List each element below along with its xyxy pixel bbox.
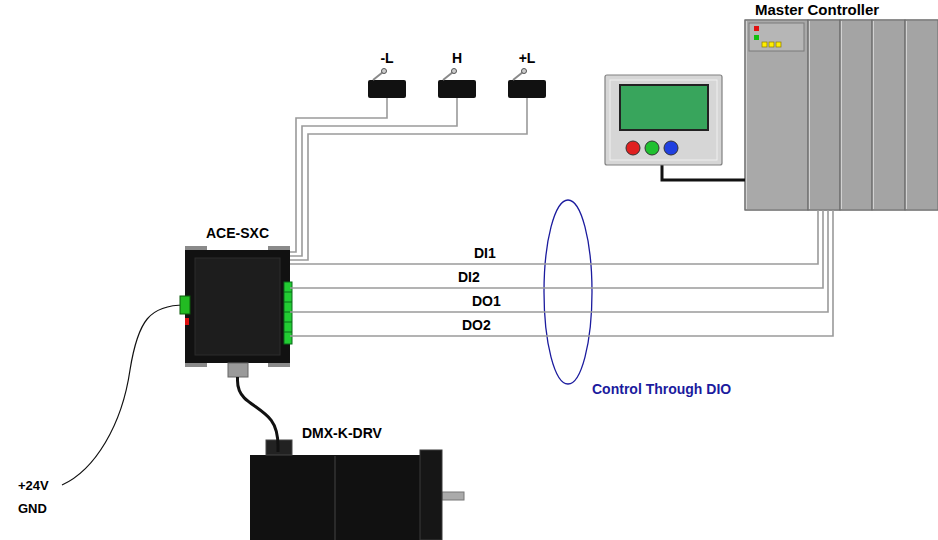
group-annotation: Control Through DIO — [592, 381, 731, 397]
status-led — [776, 42, 781, 47]
signal-wire — [290, 210, 833, 336]
signal-wire — [290, 210, 818, 264]
status-panel — [749, 23, 804, 51]
signal-wire — [290, 98, 387, 252]
switch-lever — [513, 72, 523, 80]
motor-seam — [334, 456, 336, 540]
hmi-panel — [605, 75, 745, 180]
io-terminal — [284, 282, 292, 344]
limit-switch-drawing — [368, 69, 546, 99]
signal-name: DI2 — [458, 269, 480, 285]
hmi-button — [664, 141, 678, 155]
status-led — [754, 26, 759, 31]
switch-lever — [443, 72, 453, 80]
stepper-motor: DMX-K-DRV — [250, 452, 440, 540]
switch-roller — [522, 69, 527, 74]
signal-name: DI1 — [474, 245, 496, 261]
bevel — [906, 21, 907, 209]
group-ellipse — [544, 200, 592, 384]
motor-body — [250, 455, 422, 540]
hmi-housing — [605, 75, 722, 165]
motor-flange — [420, 450, 442, 540]
motor-cable — [238, 377, 279, 452]
limit-switch: +L — [508, 80, 546, 98]
signal-wire — [290, 98, 527, 260]
status-led — [769, 42, 774, 47]
controller-module-drawing — [62, 246, 292, 485]
node-heading: ACE-SXC — [206, 225, 269, 241]
limit-switch: H — [438, 80, 476, 98]
hmi-bevel — [610, 80, 717, 160]
terminal-tick — [284, 292, 292, 293]
signal-name: DO2 — [462, 317, 491, 333]
power-label: +24V — [18, 478, 49, 494]
rack-module — [745, 20, 808, 210]
switch-body — [368, 80, 406, 98]
hmi-cable — [662, 165, 745, 180]
switch-body — [438, 80, 476, 98]
signal-wire — [290, 210, 828, 312]
motor-port — [228, 363, 248, 377]
rack-module — [808, 20, 840, 210]
rack-module — [872, 20, 905, 210]
terminal-tick — [284, 332, 292, 333]
switch-roller — [382, 69, 387, 74]
switch-label: -L — [380, 50, 393, 66]
switch-lever — [373, 72, 383, 80]
controller-module: ACE-SXC — [185, 248, 290, 377]
bevel — [809, 21, 810, 209]
power-led — [185, 318, 189, 325]
plc-rack-drawing — [745, 20, 938, 210]
switch-label: +L — [519, 50, 536, 66]
rack-module — [905, 20, 938, 210]
module-face — [195, 258, 280, 355]
power-wire — [62, 305, 185, 485]
switch-label: H — [452, 50, 462, 66]
switch-roller — [452, 69, 457, 74]
bevel — [873, 21, 874, 209]
switch-body — [508, 80, 546, 98]
plc-rack: Master Controller — [745, 20, 938, 210]
stepper-motor-drawing — [250, 440, 464, 540]
node-heading: DMX-K-DRV — [302, 425, 382, 441]
signal-name: DO1 — [472, 293, 501, 309]
rack-module — [840, 20, 872, 210]
hmi-button — [645, 141, 659, 155]
signal-wire — [290, 210, 823, 288]
module-body — [185, 250, 290, 363]
terminal-tick — [284, 322, 292, 323]
bevel — [746, 21, 747, 209]
hmi-screen — [620, 85, 708, 130]
limit-switch: -L — [368, 80, 406, 98]
status-led — [762, 42, 767, 47]
power-label: GND — [18, 501, 47, 517]
node-heading: Master Controller — [755, 2, 879, 18]
power-terminal — [180, 296, 190, 314]
hmi-button — [626, 141, 640, 155]
rack-body — [745, 20, 938, 210]
bevel — [841, 21, 842, 209]
signal-wire — [290, 98, 457, 256]
terminal-tick — [284, 302, 292, 303]
status-led — [754, 35, 759, 40]
motor-shaft — [442, 492, 464, 500]
